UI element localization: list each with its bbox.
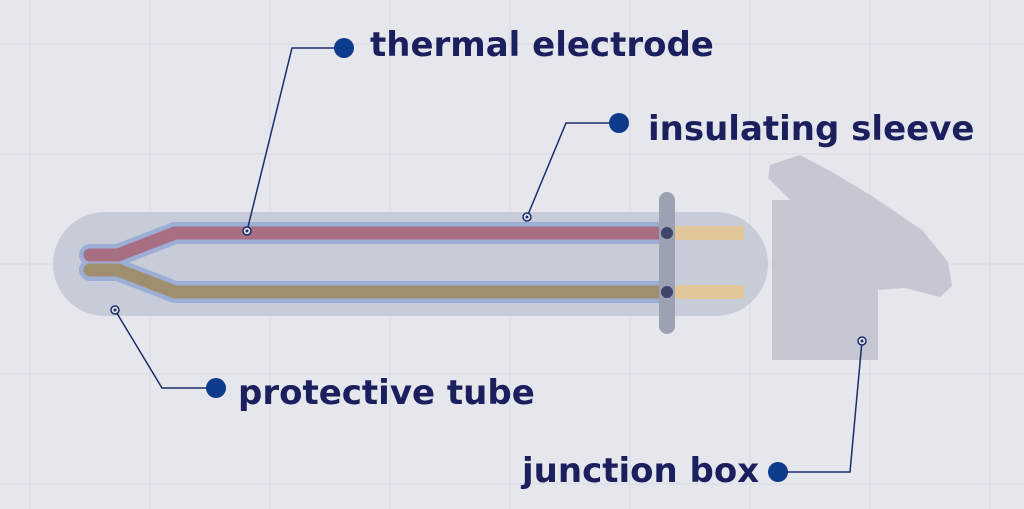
- dot-insulating-sleeve: [609, 113, 629, 133]
- leader-lines: [114, 47, 863, 473]
- terminal-screw-top: [661, 227, 673, 239]
- terminal-wire-bottom: [668, 285, 744, 299]
- dot-protective-tube: [206, 378, 226, 398]
- label-protective-tube: protective tube: [238, 373, 535, 413]
- label-junction-box: junction box: [522, 451, 760, 491]
- label-insulating-sleeve: insulating sleeve: [648, 109, 975, 149]
- terminal-wire-top: [668, 226, 744, 240]
- leader-insulating-sleeve: [526, 122, 619, 218]
- dot-junction-box: [768, 462, 788, 482]
- leader-protective-tube: [114, 309, 216, 389]
- dot-thermal-electrode: [334, 38, 354, 58]
- leader-junction-box: [778, 340, 863, 473]
- label-dots: [206, 38, 788, 482]
- leader-thermal-electrode: [246, 47, 344, 232]
- electrode-top: [83, 226, 672, 262]
- electrode-bottom: [83, 263, 672, 299]
- junction-box-shape: [768, 155, 952, 360]
- terminal-screw-bottom: [661, 286, 673, 298]
- label-thermal-electrode: thermal electrode: [370, 25, 714, 65]
- mounting-flange: [659, 192, 675, 334]
